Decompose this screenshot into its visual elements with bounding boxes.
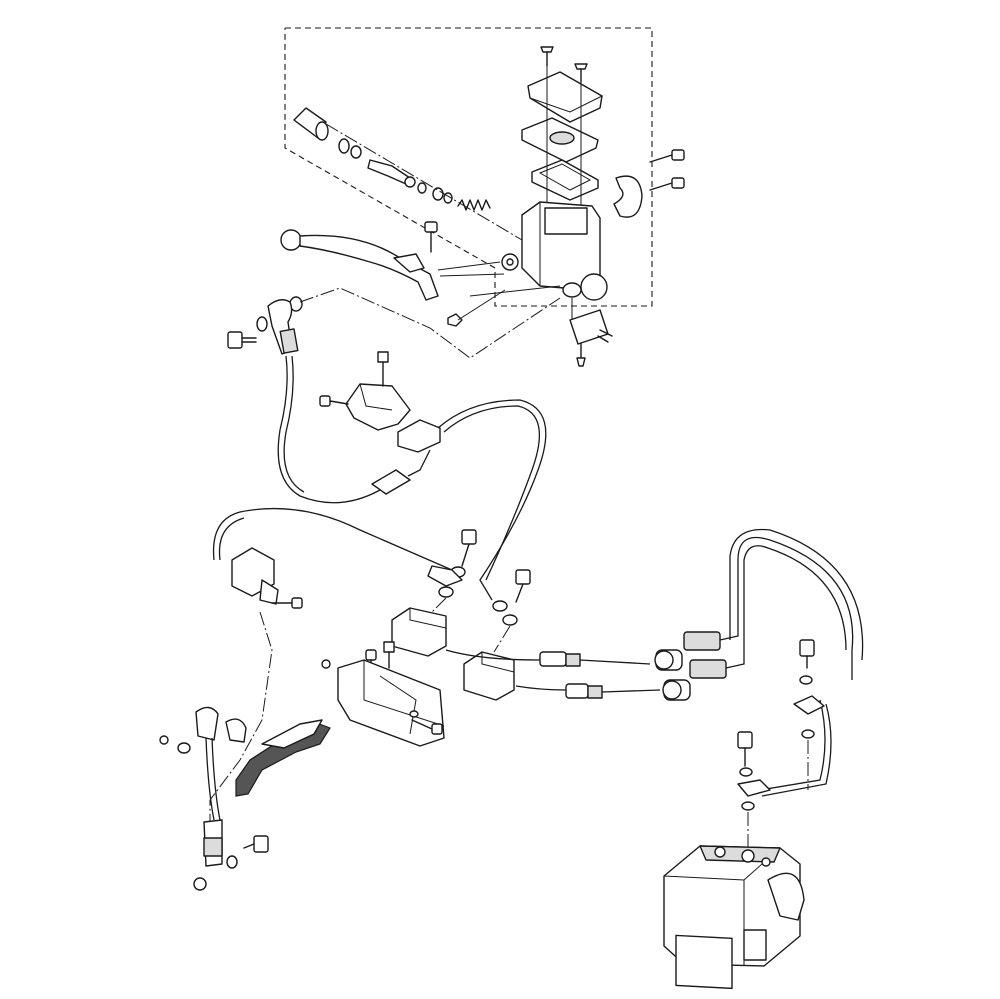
lower-brake-hose-assembly [159,706,331,891]
hose-banjo-fitting [427,565,463,587]
sealing-washer [739,767,753,777]
brake-lever [280,229,439,301]
bracket-nut [321,659,331,669]
master-cylinder-assembly [280,46,685,367]
handlebar-clamp [613,175,643,218]
piston-boot [293,107,329,141]
hose-joint [231,547,279,605]
cap-screw [540,46,554,67]
clamp-nut [159,735,169,745]
sealing-washer [741,801,755,811]
washer [432,187,444,201]
brake-hose [277,355,381,504]
hose-clip [225,718,247,743]
bracket-bolt [319,395,349,407]
master-cylinder-assembly-boundary [284,27,653,307]
hose-bracket [345,383,411,431]
pivot-nut [447,313,463,327]
sealing-washer [226,855,238,869]
hose-joint-block [391,607,447,657]
cap-screw [574,63,588,83]
abs-connection-bolts [737,639,825,856]
joint-bolt [383,641,395,669]
clamp-bolt [649,177,685,191]
banjo-bolt [799,639,815,669]
washer [177,742,191,754]
hose-end-fitting [195,706,219,741]
pivot-bolt [424,221,438,253]
sealing-washer [502,614,518,626]
banjo-bolt [515,569,531,603]
hose-banjo-fitting [793,695,825,715]
sealing-washer [193,877,207,891]
sealing-washer [492,600,508,612]
washer [350,145,362,159]
joint-bolt [271,597,303,609]
banjo-bolt [227,331,257,349]
abs-hose-bundle [445,528,864,797]
piston-spring [457,199,491,211]
banjo-bolt [461,529,477,567]
sealing-washer [801,729,815,739]
hose-banjo-fitting [737,779,771,797]
clamp-bolt [649,149,685,163]
cup-seal [417,182,427,194]
hose-fitting [654,631,721,671]
sealing-washer [799,675,813,685]
hose-end-fitting [371,469,411,495]
banjo-bolt [243,835,269,853]
sealing-washer [256,316,268,332]
hose-joint [397,419,441,453]
circlip [338,138,350,154]
upper-brake-hose-assembly [227,287,561,601]
bracket-bolt [377,351,389,387]
middle-brake-hoses [209,507,531,830]
joint-bolt [411,719,443,735]
abs-hydraulic-unit [663,845,805,990]
hose-fitting [539,651,651,667]
reservoir-cap [527,71,603,123]
banjo-bolt [737,731,753,767]
sealing-washer [438,586,454,598]
hose-fitting [565,683,661,699]
piston [367,159,416,188]
hose-joint-bracket [321,641,445,747]
hose-fitting [662,659,727,701]
brake-light-switch [569,309,613,367]
